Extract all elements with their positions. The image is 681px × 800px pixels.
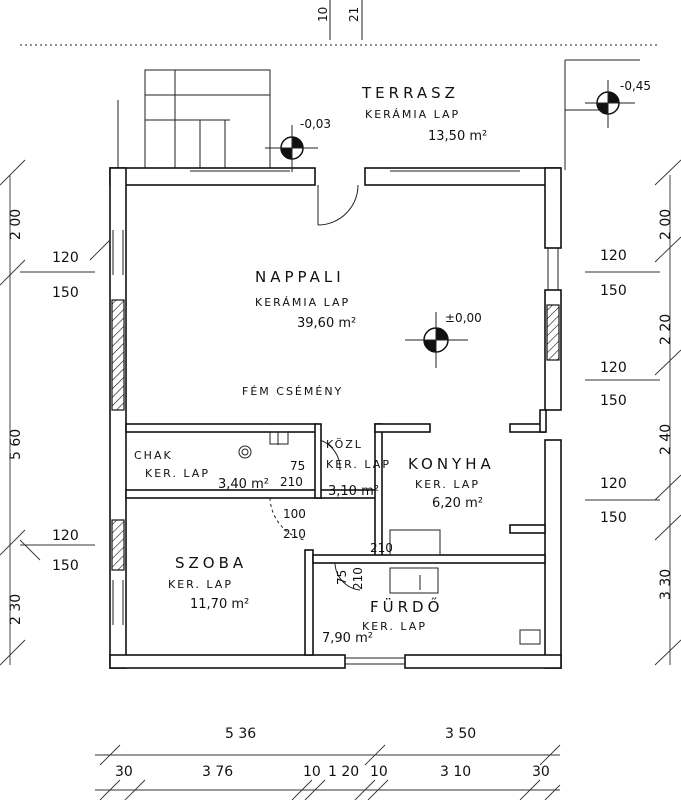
hall-name: KÖZL <box>326 438 363 451</box>
pantry-finish: KER. LAP <box>145 467 210 480</box>
bottom-dim-376: 3 76 <box>202 764 233 780</box>
left-win-120b: 120 <box>52 528 79 544</box>
level-marker-living <box>405 312 468 368</box>
top-dim-21: 21 <box>347 7 361 22</box>
top-grid-lines <box>20 0 660 170</box>
right-dim-240: 2 40 <box>658 424 674 455</box>
left-win-150a: 150 <box>52 285 79 301</box>
door-kitchen-height: 210 <box>370 541 393 555</box>
windows <box>112 170 559 665</box>
pantry-area: 3,40 m² <box>218 477 269 492</box>
hall-finish: KER. LAP <box>326 458 391 471</box>
terrace-stairs <box>117 69 271 171</box>
room-area: 11,70 m² <box>190 597 249 612</box>
chimney-label: FÉM CSÉMÉNY <box>242 385 343 398</box>
living-area: 39,60 m² <box>297 316 356 331</box>
door-bath-height: 210 <box>351 567 365 590</box>
bath-name: FÜRDŐ <box>370 596 443 616</box>
terrace-name: TERRASZ <box>361 84 459 102</box>
left-dim-560: 5 60 <box>8 429 24 460</box>
kitchen-area: 6,20 m² <box>432 496 483 511</box>
left-dimension-lines <box>0 159 111 666</box>
kitchen-finish: KER. LAP <box>415 478 480 491</box>
bottom-dim-310: 3 10 <box>440 764 471 780</box>
right-dimension-lines <box>585 159 681 666</box>
hall-area: 3,10 m² <box>328 484 379 499</box>
pantry-name: CHAK <box>134 449 173 462</box>
left-dim-200: 2 00 <box>8 209 24 240</box>
bath-finish: KER. LAP <box>362 620 427 633</box>
bottom-dim-120: 1 20 <box>328 764 359 780</box>
bottom-dim-350: 3 50 <box>445 726 476 742</box>
right-win-150c: 150 <box>600 510 627 526</box>
right-win-120a: 120 <box>600 248 627 264</box>
terrace-area: 13,50 m² <box>428 129 487 144</box>
living-finish: KERÁMIA LAP <box>255 296 350 309</box>
right-win-120b: 120 <box>600 360 627 376</box>
door-room-height: 210 <box>283 527 306 541</box>
bottom-dim-10b: 10 <box>370 764 388 780</box>
terrace-finish: KERÁMIA LAP <box>365 108 460 121</box>
bottom-dim-10a: 10 <box>303 764 321 780</box>
right-win-150b: 150 <box>600 393 627 409</box>
level-marker-terrace-left <box>265 125 318 172</box>
right-dim-220: 2 20 <box>658 314 674 345</box>
right-win-120c: 120 <box>600 476 627 492</box>
right-win-150a: 150 <box>600 283 627 299</box>
room-name: SZOBA <box>175 554 247 572</box>
left-win-150b: 150 <box>52 558 79 574</box>
left-win-120a: 120 <box>52 250 79 266</box>
bottom-dim-536: 5 36 <box>225 726 256 742</box>
level-marker-terrace-right <box>585 80 635 128</box>
level-label-living: ±0,00 <box>445 311 482 325</box>
bath-area: 7,90 m² <box>322 631 373 646</box>
door-bath-width: 75 <box>335 570 349 585</box>
left-dim-230: 2 30 <box>8 594 24 625</box>
living-name: NAPPALI <box>255 268 345 286</box>
door-room-width: 100 <box>283 507 306 521</box>
outer-walls <box>109 167 562 669</box>
bottom-dimension-lines <box>95 744 561 800</box>
interior-door-swings <box>269 439 361 591</box>
top-dim-10: 10 <box>316 7 330 22</box>
bottom-dim-30a: 30 <box>115 764 133 780</box>
entrance-door <box>317 184 359 226</box>
level-label-terrace-left: -0,03 <box>300 117 331 131</box>
door-hall-width: 75 <box>290 459 305 473</box>
interior-walls <box>125 409 547 656</box>
bottom-dim-30b: 30 <box>532 764 550 780</box>
level-label-terrace-right: -0,45 <box>620 79 651 93</box>
room-finish: KER. LAP <box>168 578 233 591</box>
door-hall-height: 210 <box>280 475 303 489</box>
right-dim-330: 3 30 <box>658 569 674 600</box>
right-dim-200: 2 00 <box>658 209 674 240</box>
kitchen-name: KONYHA <box>408 455 495 473</box>
fixtures <box>389 529 541 645</box>
